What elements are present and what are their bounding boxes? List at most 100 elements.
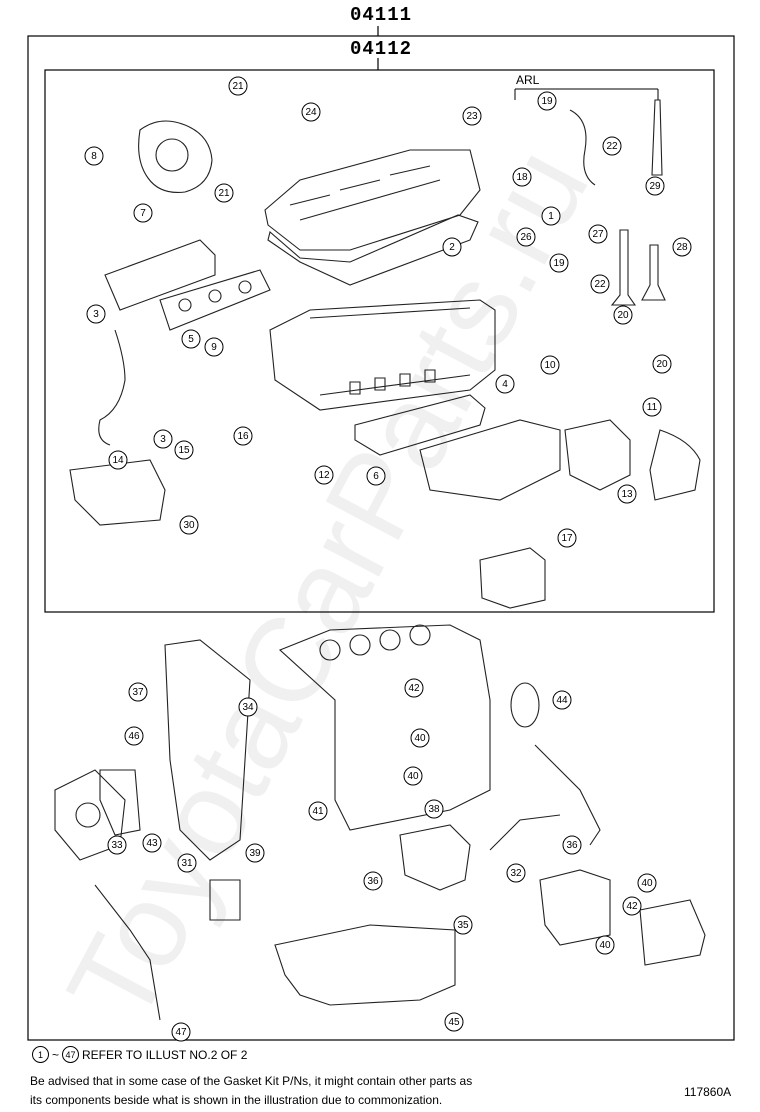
callout-40: 40 [637, 873, 657, 893]
callout-number: 18 [516, 172, 528, 183]
callout-number: 9 [211, 342, 217, 353]
callout-44: 44 [552, 690, 572, 710]
rear-oil-seal [510, 682, 540, 728]
turbocharger [138, 120, 213, 193]
gasket-note-line-1: Be advised that in some case of the Gask… [30, 1074, 473, 1088]
callout-number: 41 [312, 806, 324, 817]
callout-17: 17 [557, 528, 577, 548]
callout-40: 40 [410, 728, 430, 748]
callout-26: 26 [516, 227, 536, 247]
callout-21: 21 [214, 183, 234, 203]
callout-7: 7 [133, 203, 153, 223]
injector [651, 99, 663, 176]
callout-42: 42 [622, 896, 642, 916]
callout-number: 33 [111, 840, 123, 851]
callout-number: 3 [93, 309, 99, 320]
callout-number: 7 [140, 208, 146, 219]
ref-start-badge: 1 [32, 1046, 49, 1063]
callout-number: 22 [594, 279, 606, 290]
cylinder-head [269, 299, 496, 411]
callout-21: 21 [228, 76, 248, 96]
callout-number: 6 [373, 471, 379, 482]
callout-number: 35 [457, 920, 469, 931]
callout-number: 28 [676, 242, 688, 253]
callout-9: 9 [204, 337, 224, 357]
fuel-line [569, 109, 596, 186]
lower-parts [54, 624, 706, 1021]
callout-19: 19 [537, 91, 557, 111]
figure-id: 117860A [684, 1085, 732, 1099]
callout-29: 29 [645, 176, 665, 196]
timing-cover [164, 639, 251, 861]
callout-number: 17 [561, 533, 573, 544]
callout-46: 46 [124, 726, 144, 746]
callout-number: 42 [408, 683, 420, 694]
callout-37: 37 [128, 682, 148, 702]
callout-3: 3 [86, 304, 106, 324]
cylinder-block [278, 624, 491, 831]
callout-number: 30 [183, 520, 195, 531]
callout-number: 12 [318, 470, 330, 481]
callout-32: 32 [506, 863, 526, 883]
callout-20: 20 [613, 305, 633, 325]
callout-36: 36 [562, 835, 582, 855]
callout-number: 44 [556, 695, 568, 706]
callout-18: 18 [512, 167, 532, 187]
water-pipe [489, 744, 601, 851]
head-cover-gasket [267, 214, 479, 286]
callout-number: 21 [232, 81, 244, 92]
callout-45: 45 [444, 1012, 464, 1032]
callout-1: 1 [541, 206, 561, 226]
callout-number: 22 [606, 141, 618, 152]
callout-number: 36 [566, 840, 578, 851]
egr-valve [479, 547, 546, 609]
callout-30: 30 [179, 515, 199, 535]
callout-14: 14 [108, 450, 128, 470]
water-inlet [399, 824, 471, 891]
sub-part-code: 04112 [350, 38, 413, 60]
callout-number: 40 [599, 940, 611, 951]
oil-cooler [639, 899, 706, 966]
ref-end-badge: 47 [62, 1046, 80, 1063]
callout-number: 27 [592, 229, 604, 240]
callout-5: 5 [181, 329, 201, 349]
intake-valve [610, 229, 637, 306]
callout-38: 38 [424, 799, 444, 819]
callout-number: 47 [175, 1027, 187, 1038]
callout-3: 3 [153, 429, 173, 449]
exhaust-manifold [104, 239, 216, 311]
oil-pipe [98, 329, 126, 446]
callout-15: 15 [174, 440, 194, 460]
callout-19: 19 [549, 253, 569, 273]
callout-13: 13 [617, 484, 637, 504]
callout-number: 19 [541, 96, 553, 107]
callout-number: 3 [160, 434, 166, 445]
callout-8: 8 [84, 146, 104, 166]
intake-manifold [419, 419, 561, 501]
callout-35: 35 [453, 915, 473, 935]
callout-33: 33 [107, 835, 127, 855]
callout-number: 24 [305, 107, 317, 118]
callout-40: 40 [595, 935, 615, 955]
callout-number: 23 [466, 111, 478, 122]
callout-12: 12 [314, 465, 334, 485]
callout-number: 15 [178, 445, 190, 456]
ref-tilde: ~ [52, 1047, 60, 1062]
callout-number: 26 [520, 232, 532, 243]
callout-4: 4 [495, 374, 515, 394]
outer-frame [27, 35, 735, 1041]
callout-number: 2 [449, 242, 455, 253]
callout-number: 21 [218, 188, 230, 199]
callout-20: 20 [652, 354, 672, 374]
callout-number: 19 [553, 258, 565, 269]
callout-number: 45 [448, 1017, 460, 1028]
callout-number: 10 [544, 360, 556, 371]
cylinder-head-cover [264, 149, 481, 251]
callout-39: 39 [245, 843, 265, 863]
callout-number: 13 [621, 489, 633, 500]
ref-text: REFER TO ILLUST NO.2 OF 2 [82, 1047, 248, 1062]
frames [27, 26, 735, 1041]
callout-23: 23 [462, 106, 482, 126]
